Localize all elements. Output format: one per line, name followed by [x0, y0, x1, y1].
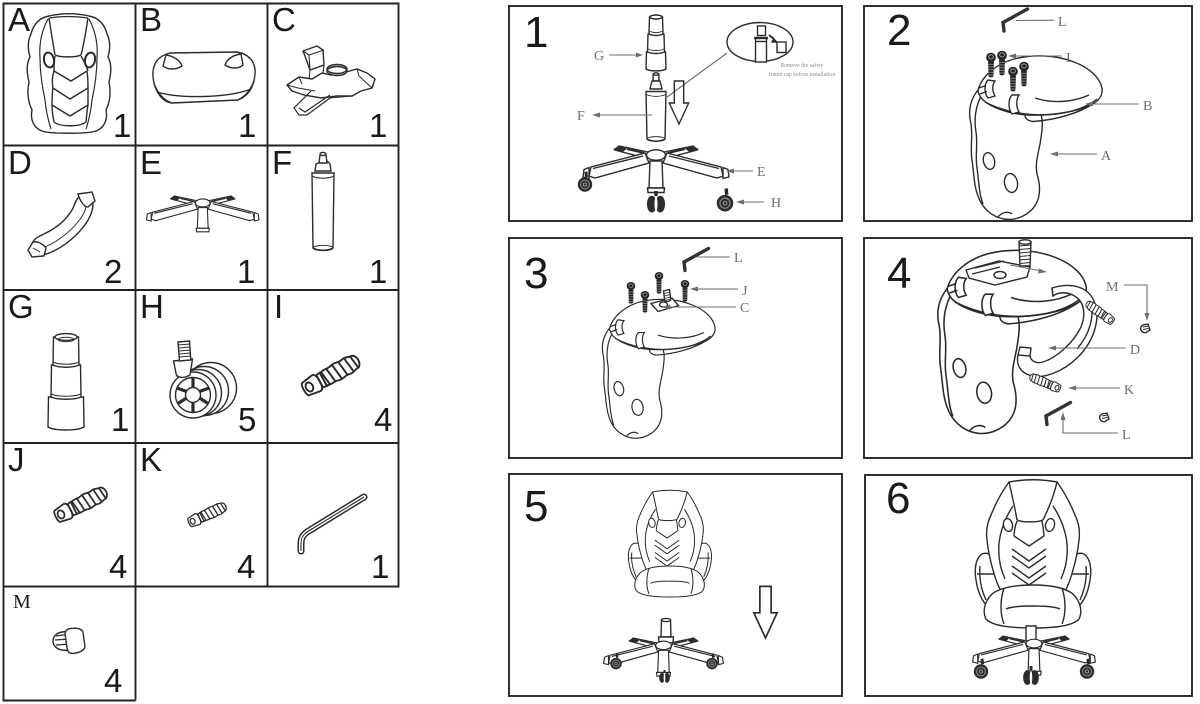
svg-text:M: M	[13, 591, 31, 613]
svg-text:1: 1	[238, 107, 256, 144]
svg-text:L: L	[1058, 15, 1067, 30]
svg-text:4: 4	[237, 548, 255, 585]
svg-text:A: A	[1101, 149, 1112, 164]
svg-text:L: L	[734, 251, 743, 266]
svg-text:3: 3	[524, 249, 548, 298]
svg-text:J: J	[742, 284, 748, 299]
svg-text:5: 5	[524, 482, 548, 531]
svg-text:4: 4	[109, 548, 127, 585]
svg-text:E: E	[140, 144, 162, 181]
svg-text:1: 1	[237, 253, 255, 290]
svg-text:2: 2	[104, 253, 122, 290]
svg-text:1: 1	[113, 107, 131, 144]
svg-text:L: L	[1122, 428, 1131, 443]
svg-text:G: G	[594, 49, 604, 64]
svg-text:B: B	[140, 1, 162, 38]
svg-text:4: 4	[374, 401, 392, 438]
svg-text:Remove the safety: Remove the safety	[780, 62, 823, 69]
svg-text:H: H	[140, 288, 164, 325]
svg-text:6: 6	[886, 474, 910, 523]
svg-text:K: K	[1124, 383, 1134, 398]
svg-text:D: D	[1130, 343, 1140, 358]
svg-text:I: I	[274, 288, 283, 325]
svg-text:F: F	[577, 109, 585, 124]
svg-text:frame cap before installation: frame cap before installation	[769, 71, 836, 78]
svg-text:2: 2	[887, 6, 911, 55]
svg-text:4: 4	[887, 249, 911, 298]
svg-text:E: E	[757, 165, 766, 180]
svg-text:J: J	[8, 441, 25, 478]
svg-text:5: 5	[238, 401, 256, 438]
svg-text:I: I	[1066, 51, 1071, 66]
svg-text:1: 1	[524, 8, 548, 57]
svg-text:B: B	[1143, 99, 1152, 114]
svg-text:K: K	[140, 441, 162, 478]
svg-text:1: 1	[369, 107, 387, 144]
svg-text:1: 1	[111, 401, 129, 438]
svg-text:1: 1	[371, 548, 389, 585]
svg-text:G: G	[8, 288, 34, 325]
svg-text:A: A	[8, 1, 30, 38]
svg-text:C: C	[272, 1, 296, 38]
svg-text:1: 1	[369, 253, 387, 290]
svg-text:M: M	[1106, 280, 1119, 295]
svg-text:4: 4	[104, 662, 122, 699]
svg-text:H: H	[771, 196, 781, 211]
svg-text:C: C	[740, 301, 749, 316]
svg-text:D: D	[8, 144, 32, 181]
svg-text:F: F	[272, 144, 292, 181]
